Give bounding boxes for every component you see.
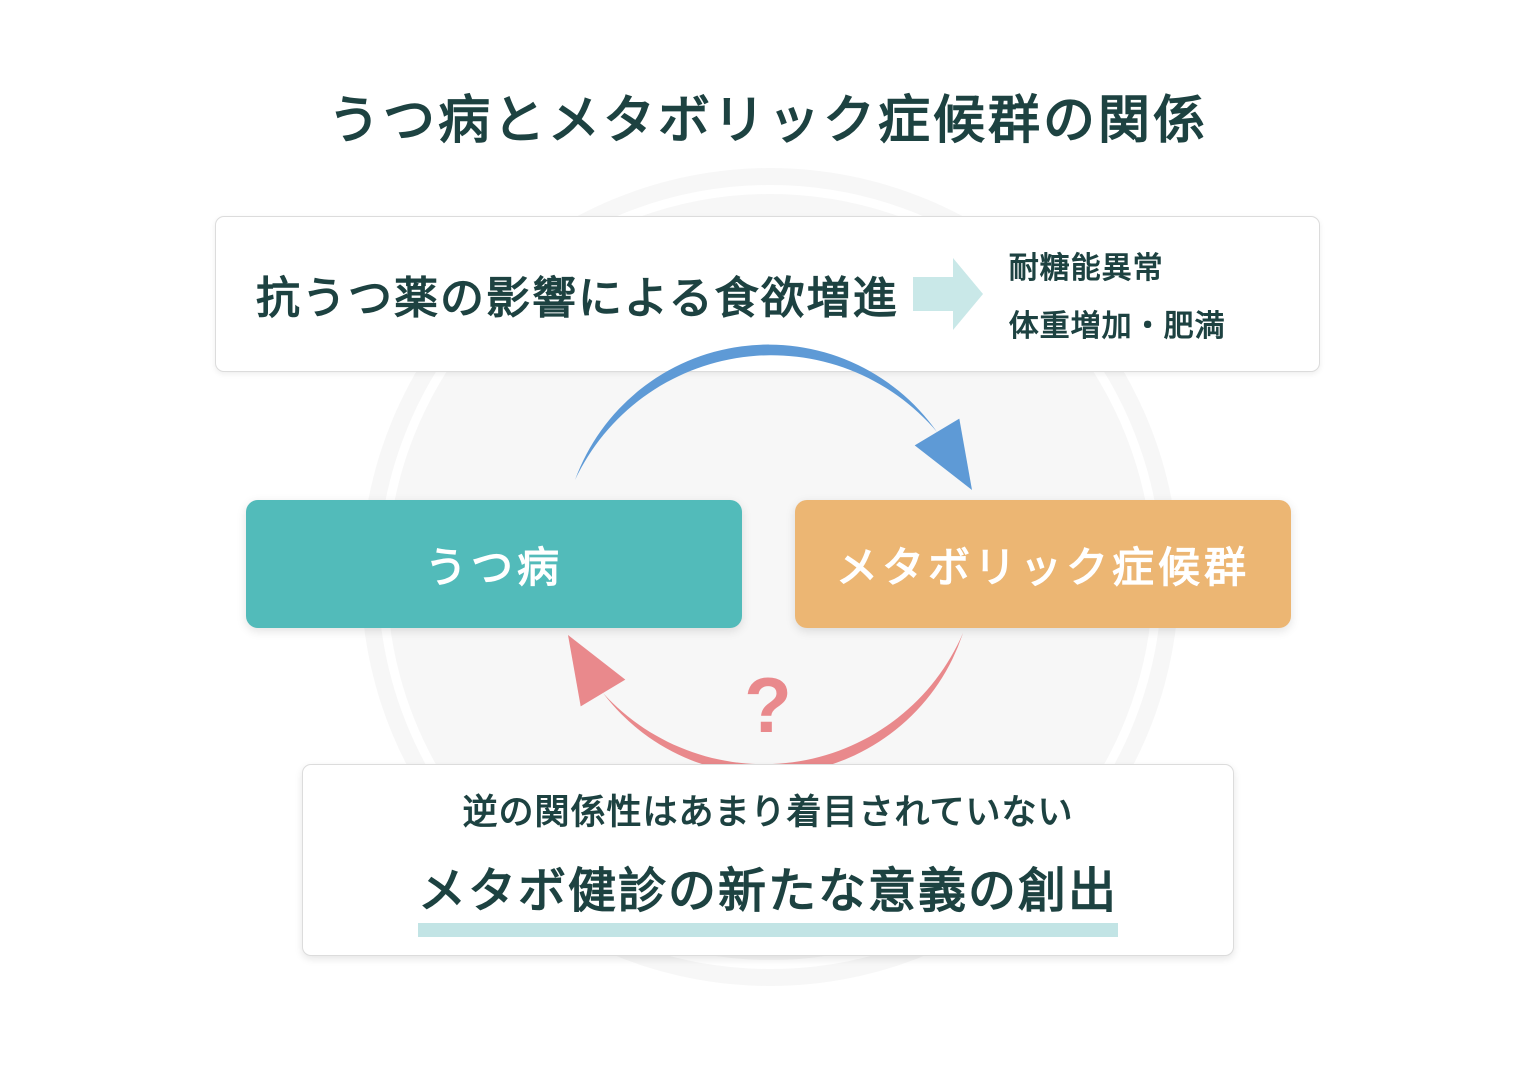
question-mark: ? <box>744 661 792 749</box>
right-arrow-icon <box>912 258 983 330</box>
metabolic-label: メタボリック症候群 <box>835 543 1250 591</box>
effect-item: 耐糖能異常 <box>1008 252 1164 285</box>
depression-label: うつ病 <box>424 543 563 591</box>
cause-text: 抗うつ薬の影響による食欲増進 <box>256 274 899 323</box>
conclusion-box: 逆の関係性はあまり着目されていない メタボ健診の新たな意義の創出 <box>302 764 1234 956</box>
antidepressant-effect-box: 抗うつ薬の影響による食欲増進 耐糖能異常 体重増加・肥満 <box>215 216 1320 372</box>
note-text: 逆の関係性はあまり着目されていない <box>462 792 1074 832</box>
right-arrow-shape <box>912 258 983 330</box>
depression-node: うつ病 <box>246 500 742 628</box>
highlight-text: メタボ健診の新たな意義の創出 <box>417 851 1118 937</box>
effect-item: 体重増加・肥満 <box>1008 310 1226 343</box>
metabolic-node: メタボリック症候群 <box>795 500 1291 628</box>
page-title: うつ病とメタボリック症候群の関係 <box>327 92 1208 150</box>
effect-list: 耐糖能異常 体重増加・肥満 <box>1009 243 1226 345</box>
